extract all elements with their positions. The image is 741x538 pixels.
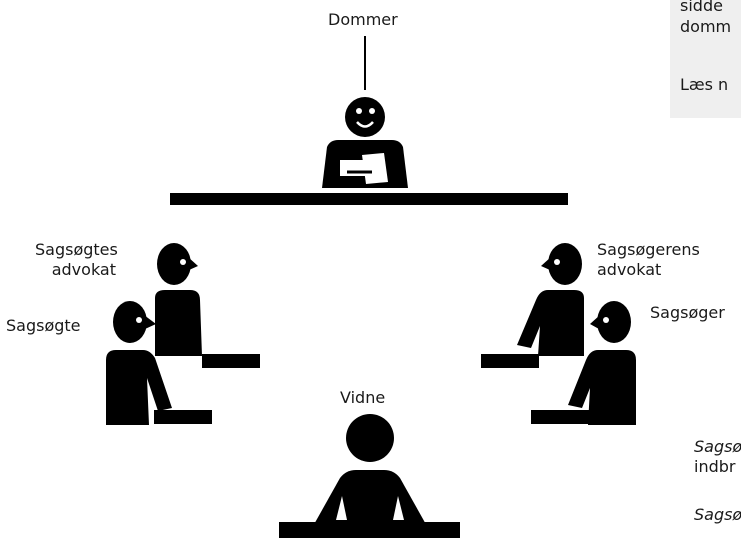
info-box-line: Læs n: [680, 75, 729, 94]
defendant-label: Sagsøgte: [6, 316, 81, 335]
info-box-line: domm: [680, 17, 732, 36]
judge-figure: [322, 36, 408, 188]
defendant-lawyer-label-line2: advokat: [51, 260, 116, 279]
witness-label: Vidne: [340, 388, 386, 407]
plaintiff-table: [531, 410, 589, 424]
plaintiff-label: Sagsøger: [650, 303, 725, 322]
judge-bench: [170, 193, 568, 205]
note-text: indbr: [694, 457, 736, 476]
note-italic: Sagsø: [694, 437, 741, 457]
plaintiff-lawyer-table: [481, 354, 539, 368]
defendant-table: [154, 410, 212, 424]
info-box: [670, 0, 741, 118]
defendant-lawyer-figure: [155, 243, 202, 356]
note-italic: Sagsø: [694, 505, 741, 525]
note-italic-text: Sagsø: [694, 505, 741, 524]
plaintiff-lawyer-label-line1: Sagsøgerens: [597, 240, 700, 259]
witness-table: [279, 522, 460, 538]
defendant-lawyer-label-line1: Sagsøgtes: [35, 240, 118, 259]
plaintiff-lawyer-label-line2: advokat: [597, 260, 662, 279]
note-italic-text: Sagsø: [694, 437, 741, 456]
witness-figure: [312, 414, 428, 528]
plaintiff-figure: [568, 301, 636, 425]
plaintiff-lawyer-figure: [517, 243, 584, 356]
defendant-lawyer-table: [202, 354, 260, 368]
defendant-figure: [106, 301, 172, 425]
judge-label: Dommer: [328, 10, 398, 29]
info-box-line: sidde: [680, 0, 723, 15]
